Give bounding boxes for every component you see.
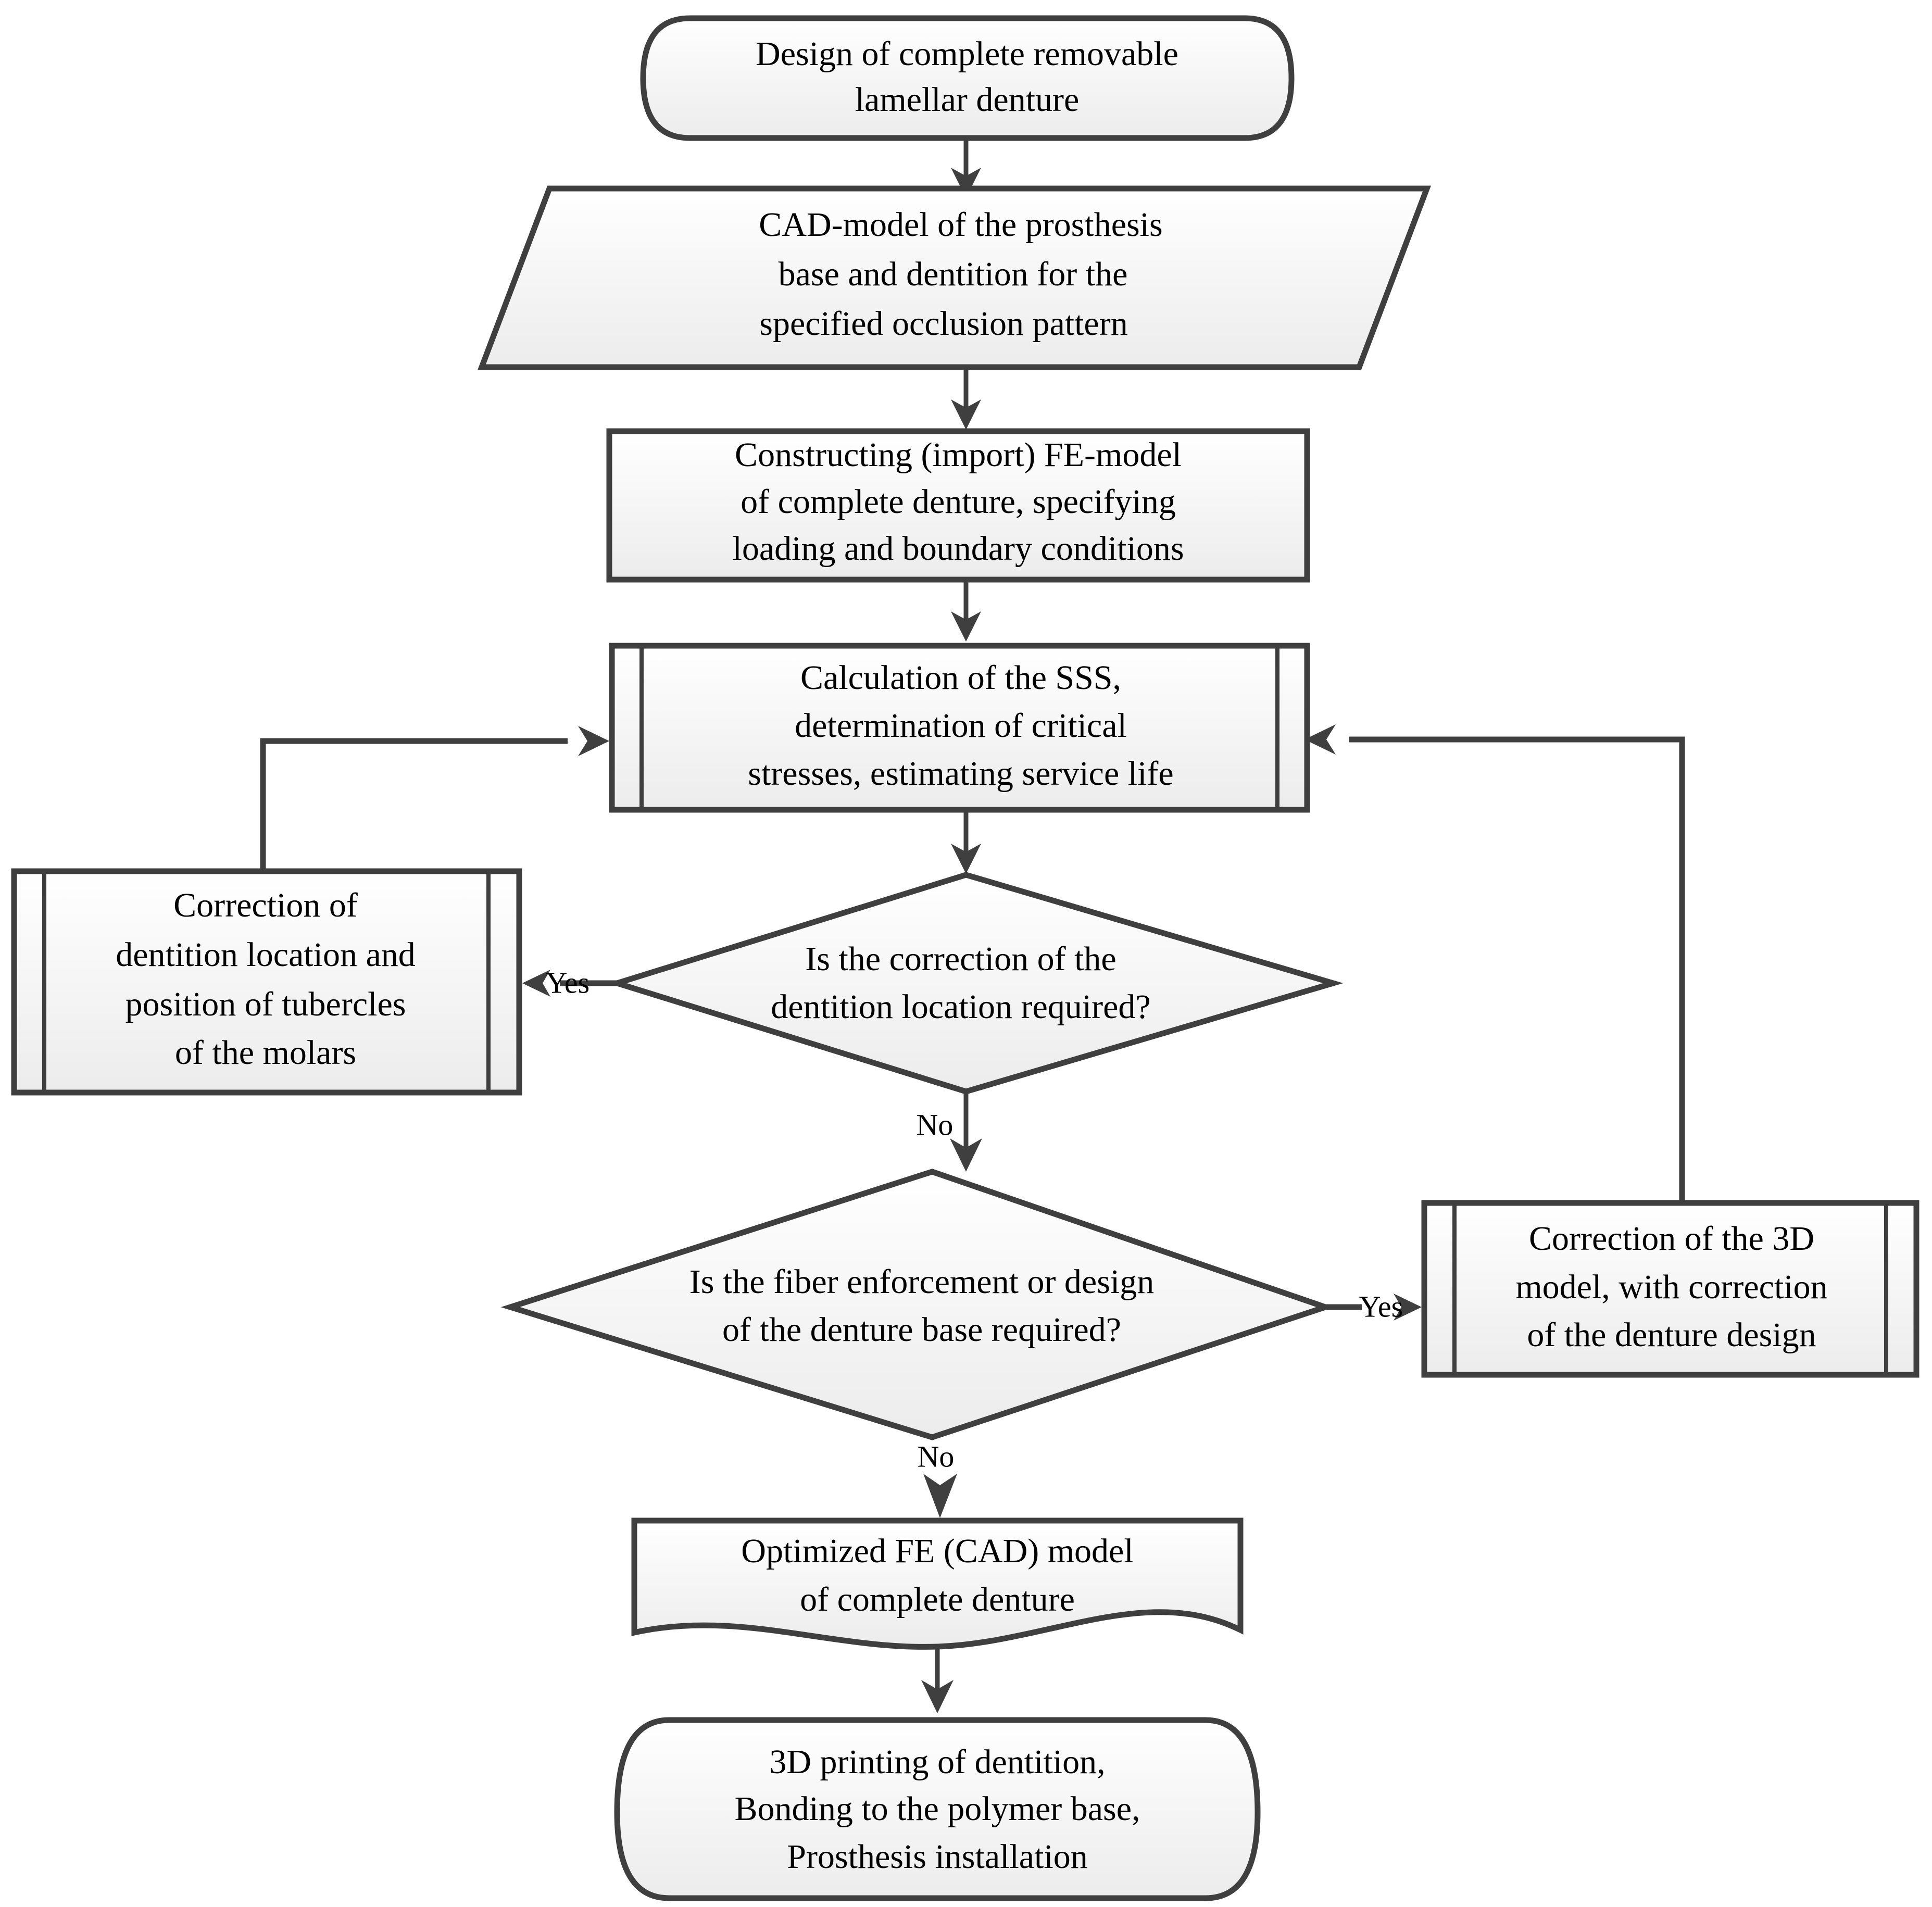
edge-fe-to-sss: [951, 581, 981, 642]
node-decision-dentition[interactable]: [607, 872, 1344, 1095]
svg-text:Yes: Yes: [546, 965, 589, 999]
node-optimized-model[interactable]: [631, 1517, 1244, 1650]
node-cad-model[interactable]: [478, 185, 1431, 370]
svg-text:Is the correction of the: Is the correction of the: [805, 940, 1116, 978]
svg-text:Constructing (import) FE-model: Constructing (import) FE-model: [735, 436, 1182, 474]
edge-label-no-2: No: [918, 1439, 955, 1473]
svg-text:Yes: Yes: [1359, 1289, 1403, 1323]
node-decision-fiber[interactable]: [500, 1169, 1335, 1440]
svg-text:Bonding to the polymer base,: Bonding to the polymer base,: [734, 1790, 1140, 1828]
svg-text:Design of complete removable: Design of complete removable: [756, 35, 1178, 73]
edge-correction2-loop: [1304, 724, 1685, 1203]
svg-text:Calculation of the SSS,: Calculation of the SSS,: [800, 659, 1121, 697]
svg-text:base and dentition for the: base and dentition for the: [779, 255, 1128, 293]
svg-text:of the denture design: of the denture design: [1527, 1316, 1816, 1354]
node-fe-model[interactable]: [606, 428, 1310, 583]
svg-text:of complete denture, specifyin: of complete denture, specifying: [741, 483, 1176, 521]
svg-text:CAD-model of the prosthesis: CAD-model of the prosthesis: [759, 206, 1162, 244]
edge-sss-to-decision1: [951, 812, 981, 874]
node-sss-calc[interactable]: [609, 643, 1310, 813]
node-fe-model-label: Constructing (import) FE-model of comple…: [732, 436, 1184, 568]
svg-text:dentition location required?: dentition location required?: [771, 988, 1150, 1026]
svg-text:Optimized FE (CAD) model: Optimized FE (CAD) model: [741, 1532, 1133, 1570]
node-end[interactable]: [614, 1717, 1261, 1901]
svg-text:determination of critical: determination of critical: [795, 707, 1127, 745]
node-optimized-model-label: Optimized FE (CAD) model of complete den…: [741, 1532, 1133, 1619]
svg-text:3D printing of dentition,: 3D printing of dentition,: [769, 1743, 1105, 1781]
svg-text:position of tubercles: position of tubercles: [126, 985, 406, 1023]
edge-decision1-no: [950, 1093, 982, 1172]
edge-optimized-to-end: [921, 1643, 954, 1713]
node-correction-3d[interactable]: [1421, 1200, 1920, 1378]
node-correction-dentition-label: Correction of dentition location and pos…: [116, 886, 416, 1072]
edge-start-to-cad: [951, 138, 981, 198]
edge-correction1-loop: [260, 726, 609, 871]
svg-text:No: No: [917, 1108, 954, 1141]
svg-text:of the denture base required?: of the denture base required?: [722, 1311, 1121, 1349]
edge-label-yes-2: Yes: [1359, 1289, 1403, 1323]
edge-cad-to-fe: [951, 370, 981, 430]
node-decision-dentition-label: Is the correction of the dentition locat…: [771, 940, 1150, 1026]
svg-text:lamellar denture: lamellar denture: [855, 81, 1080, 119]
svg-text:loading and boundary condition: loading and boundary conditions: [732, 530, 1184, 568]
node-cad-model-label: CAD-model of the prosthesis base and den…: [759, 206, 1162, 343]
node-start[interactable]: [640, 15, 1295, 141]
node-start-label: Design of complete removable lamellar de…: [756, 35, 1178, 119]
svg-text:Prosthesis installation: Prosthesis installation: [787, 1838, 1088, 1876]
edge-label-no-1: No: [917, 1108, 954, 1141]
svg-text:stresses, estimating service: stresses, estimating service life: [748, 755, 1173, 793]
svg-text:specified occlusion pattern: specified occlusion pattern: [759, 305, 1127, 343]
node-correction-3d-label: Correction of the 3D model, with correct…: [1515, 1220, 1827, 1354]
svg-text:Correction of: Correction of: [173, 886, 358, 924]
node-correction-dentition[interactable]: [11, 868, 522, 1096]
node-sss-calc-label: Calculation of the SSS, determination of…: [748, 659, 1173, 793]
svg-text:Correction of the 3D: Correction of the 3D: [1529, 1220, 1814, 1258]
svg-text:dentition location and: dentition location and: [116, 936, 416, 974]
edge-label-yes-1: Yes: [546, 965, 589, 999]
node-decision-fiber-label: Is the fiber enforcement or design of th…: [689, 1263, 1154, 1349]
node-end-label: 3D printing of dentition, Bonding to the…: [734, 1743, 1140, 1876]
svg-text:of the molars: of the molars: [175, 1034, 356, 1072]
svg-text:No: No: [918, 1439, 955, 1473]
svg-text:of complete denture: of complete denture: [800, 1580, 1075, 1619]
svg-text:Is the fiber enforcement or de: Is the fiber enforcement or design: [689, 1263, 1154, 1301]
svg-text:model, with correction: model, with correction: [1515, 1268, 1827, 1306]
